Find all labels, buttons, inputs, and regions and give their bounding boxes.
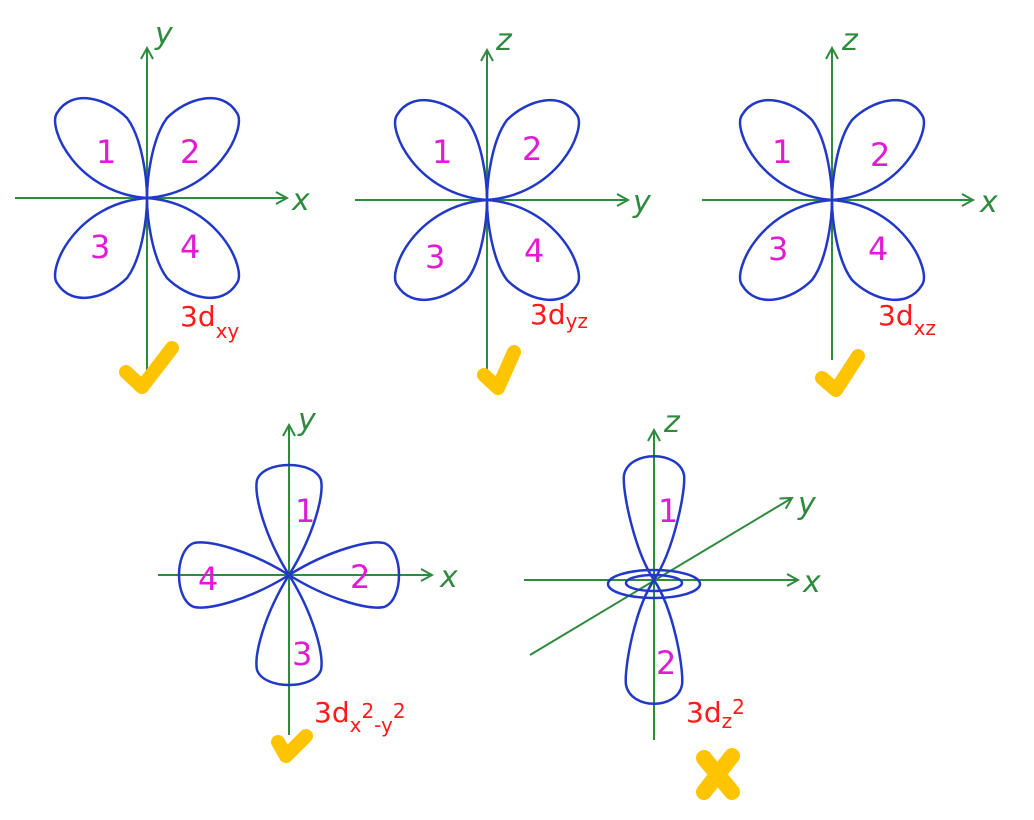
axis-label-horizontal: y (632, 185, 652, 220)
diagonal-axis (529, 498, 792, 656)
orbital-label: 3dz2 (686, 695, 745, 733)
check-icon (815, 349, 865, 397)
lobe (393, 98, 489, 202)
orbital-dxz: x z 1 2 3 4 3dxz (702, 23, 998, 397)
lobe-label: 2 (870, 136, 890, 174)
torus-inner (624, 573, 684, 593)
check-icon (477, 345, 521, 395)
orbital-label: 3dxz (878, 299, 936, 340)
lobe (830, 198, 926, 302)
lobe-label: 1 (96, 133, 116, 171)
lobe (177, 541, 292, 609)
orbital-label: 3dxy (180, 300, 239, 343)
lobe-label: 4 (198, 560, 218, 598)
lobe-label: 1 (432, 133, 452, 171)
lobe (622, 455, 686, 583)
lobe (624, 577, 684, 705)
check-icon (271, 729, 313, 763)
orbital-dz2: x z y 1 2 3dz2 (524, 405, 821, 800)
lobe (830, 98, 926, 202)
axis-label-horizontal: x (979, 185, 998, 220)
axis-label-vertical: y (297, 403, 317, 438)
axis-label-horizontal: x (802, 565, 821, 600)
torus (606, 568, 702, 600)
lobe-label: 4 (868, 230, 888, 268)
lobe-label: 3 (768, 230, 788, 268)
orbital-label: 3dyz (530, 298, 588, 333)
lobe (485, 198, 581, 302)
axis-label-vertical: z (663, 405, 681, 440)
orbital-dyz: y z 1 2 3 4 3dyz (355, 23, 652, 395)
axis-label-horizontal: x (439, 560, 458, 595)
lobe (53, 196, 149, 300)
lobe-label: 2 (522, 130, 542, 168)
lobe-label: 4 (524, 232, 544, 270)
lobe-label: 3 (292, 635, 312, 673)
lobe-label: 1 (772, 133, 792, 171)
cross-icon (696, 748, 740, 800)
lobe (255, 572, 323, 687)
lobe (145, 96, 241, 200)
orbital-label: 3dx2-y2 (314, 696, 406, 737)
lobe (53, 96, 149, 200)
lobe-label: 4 (180, 228, 200, 266)
axis-label-horizontal: x (291, 183, 310, 218)
axis-label-diagonal: y (797, 487, 817, 522)
orbital-dx2y2: x y 1 2 3 4 3dx2-y2 (158, 403, 458, 763)
lobe (393, 198, 489, 302)
lobe-label: 2 (180, 133, 200, 171)
axis-label-vertical: z (495, 23, 513, 58)
lobe-label: 1 (658, 492, 678, 530)
orbital-dxy: x y 1 2 3 4 3dxy (15, 17, 310, 394)
lobe-label: 3 (90, 228, 110, 266)
lobe (255, 463, 323, 578)
lobe (738, 98, 834, 202)
lobe (738, 198, 834, 302)
lobe-label: 1 (295, 492, 315, 530)
check-icon (119, 341, 179, 394)
lobe (485, 98, 581, 202)
lobe-label: 2 (656, 644, 676, 682)
lobe (145, 196, 241, 300)
lobe (286, 541, 401, 609)
axis-label-vertical: z (841, 23, 859, 58)
axis-label-vertical: y (154, 17, 174, 52)
lobe-label: 2 (350, 558, 370, 596)
lobe-label: 3 (425, 238, 445, 276)
